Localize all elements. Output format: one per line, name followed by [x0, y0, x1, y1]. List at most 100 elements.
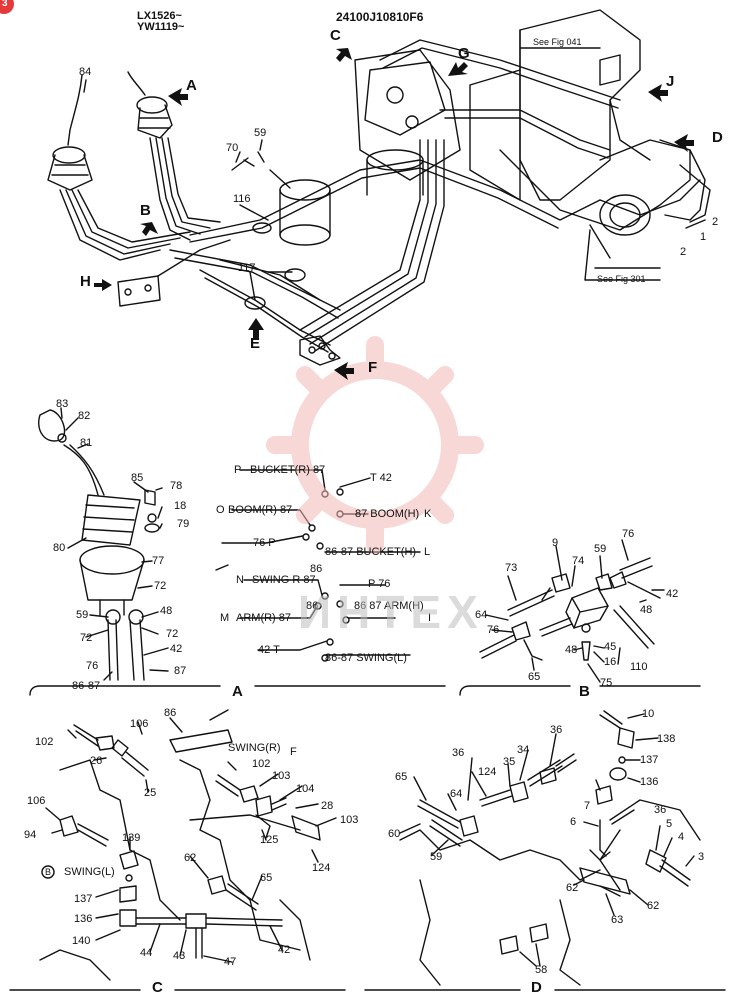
- part-87-a: 87: [174, 665, 187, 677]
- part-c-102b: 102: [252, 758, 271, 770]
- divider-a: [29, 685, 446, 696]
- detail-b-valve: [479, 557, 661, 661]
- part-70: 70: [226, 142, 239, 154]
- chart-mid-86-a: 86: [310, 563, 323, 575]
- arrow-f: [334, 362, 354, 380]
- ref-fig-041: See Fig 041: [533, 37, 582, 47]
- part-d-4: 4: [678, 831, 685, 843]
- part-77: 77: [152, 555, 165, 567]
- part-b-73: 73: [505, 562, 518, 574]
- part-d-62b: 62: [647, 900, 660, 912]
- callout-c: C: [330, 27, 341, 44]
- chart-76-p: 76 P: [253, 537, 276, 549]
- ref-leader-301: [589, 224, 611, 259]
- ref-lines: [519, 47, 706, 269]
- corner-badge: 3: [0, 0, 14, 14]
- leaders-b: [485, 539, 665, 683]
- chart-boom-r: BOOM(R) 87: [228, 504, 293, 516]
- part-c-106: 106: [130, 718, 149, 730]
- callout-a: A: [186, 77, 197, 94]
- clamp-117b: [284, 268, 306, 282]
- part-d-5: 5: [666, 818, 673, 830]
- part-d-36b: 36: [550, 724, 563, 736]
- part-c-103b: 103: [340, 814, 359, 826]
- part-b-110: 110: [630, 661, 648, 673]
- section-d-title: D: [531, 979, 542, 996]
- part-b-59: 59: [594, 543, 607, 555]
- section-b-title: B: [579, 683, 590, 700]
- chart-42-t: 42 T: [258, 644, 280, 656]
- part-d-59: 59: [430, 851, 443, 863]
- callout-g: G: [458, 45, 470, 62]
- part-d-62a: 62: [566, 882, 579, 894]
- part-c-44: 44: [140, 947, 153, 959]
- chart-marker-l: L: [424, 546, 431, 558]
- part-b-65: 65: [528, 671, 541, 683]
- arrow-d: [674, 134, 694, 152]
- callout-b: B: [140, 202, 151, 219]
- part-d-6: 6: [570, 816, 577, 828]
- callout-d: D: [712, 129, 723, 146]
- part-79: 79: [177, 518, 190, 530]
- part-d-64: 64: [450, 788, 463, 800]
- part-d-36a: 36: [452, 747, 465, 759]
- chart-swing-l: 86-87 SWING(L): [325, 652, 407, 664]
- part-c-86: 86: [164, 707, 177, 719]
- fitting-116: [269, 169, 291, 189]
- part-c-104: 104: [296, 783, 315, 795]
- right-lever: [127, 71, 221, 241]
- arrow-j: [648, 84, 668, 102]
- part-c-26: 26: [90, 755, 103, 767]
- chart-swing-r: SWING R 87: [252, 574, 316, 586]
- divider-b: [459, 685, 701, 696]
- part-78: 78: [170, 480, 183, 492]
- leaders-a: [60, 407, 169, 681]
- part-d-10: 10: [642, 708, 655, 720]
- chart-arm-h: 86 87 ARM(H): [354, 600, 424, 612]
- part-b-45: 45: [604, 641, 617, 653]
- detail-d-engine: [399, 710, 701, 986]
- chart-arm-r: ARM(R) 87: [236, 612, 292, 624]
- part-18: 18: [174, 500, 187, 512]
- part-c-106b: 106: [27, 795, 46, 807]
- callout-e: E: [250, 335, 261, 352]
- clamp-116: [252, 222, 272, 234]
- part-c-125: 125: [260, 834, 279, 846]
- part-b-48: 48: [640, 604, 653, 616]
- arrow-e: [248, 318, 264, 340]
- part-1: 1: [700, 231, 707, 243]
- chart-marker-p: P: [234, 464, 242, 476]
- top-leaders: [235, 139, 293, 301]
- section-a-title: A: [232, 683, 243, 700]
- chart-mid-86-b: 86: [306, 600, 319, 612]
- part-84: 84: [79, 66, 92, 78]
- part-c-43: 43: [173, 950, 186, 962]
- part-c-28: 28: [321, 800, 334, 812]
- ref-b-circle: [41, 865, 55, 879]
- part-d-136: 136: [640, 776, 659, 788]
- part-48-a: 48: [160, 605, 173, 617]
- part-b-75: 75: [600, 677, 613, 689]
- section-c-title: C: [152, 979, 163, 996]
- part-c-124: 124: [312, 862, 331, 874]
- watermark-gear: [266, 336, 484, 554]
- part-b-74: 74: [572, 555, 585, 567]
- part-d-58: 58: [535, 964, 548, 976]
- part-d-3: 3: [698, 851, 705, 863]
- part-d-35: 35: [503, 756, 516, 768]
- leader-84: [83, 79, 87, 93]
- part-85: 85: [131, 472, 144, 484]
- watermark-text: ИНТЕХ: [298, 586, 484, 638]
- part-c-b-marker: B: [45, 867, 52, 877]
- hose-fittings-f: [299, 335, 341, 366]
- part-b-9: 9: [552, 537, 559, 549]
- leaders-c: [45, 717, 337, 963]
- callout-arrows: [94, 48, 694, 380]
- serial-range-1: LX1526~: [137, 10, 182, 22]
- ref-fig-301: See Fig 301: [597, 274, 646, 284]
- fitting-70: [231, 157, 255, 171]
- part-83: 83: [56, 398, 69, 410]
- chart-p-76: P 76: [368, 578, 391, 590]
